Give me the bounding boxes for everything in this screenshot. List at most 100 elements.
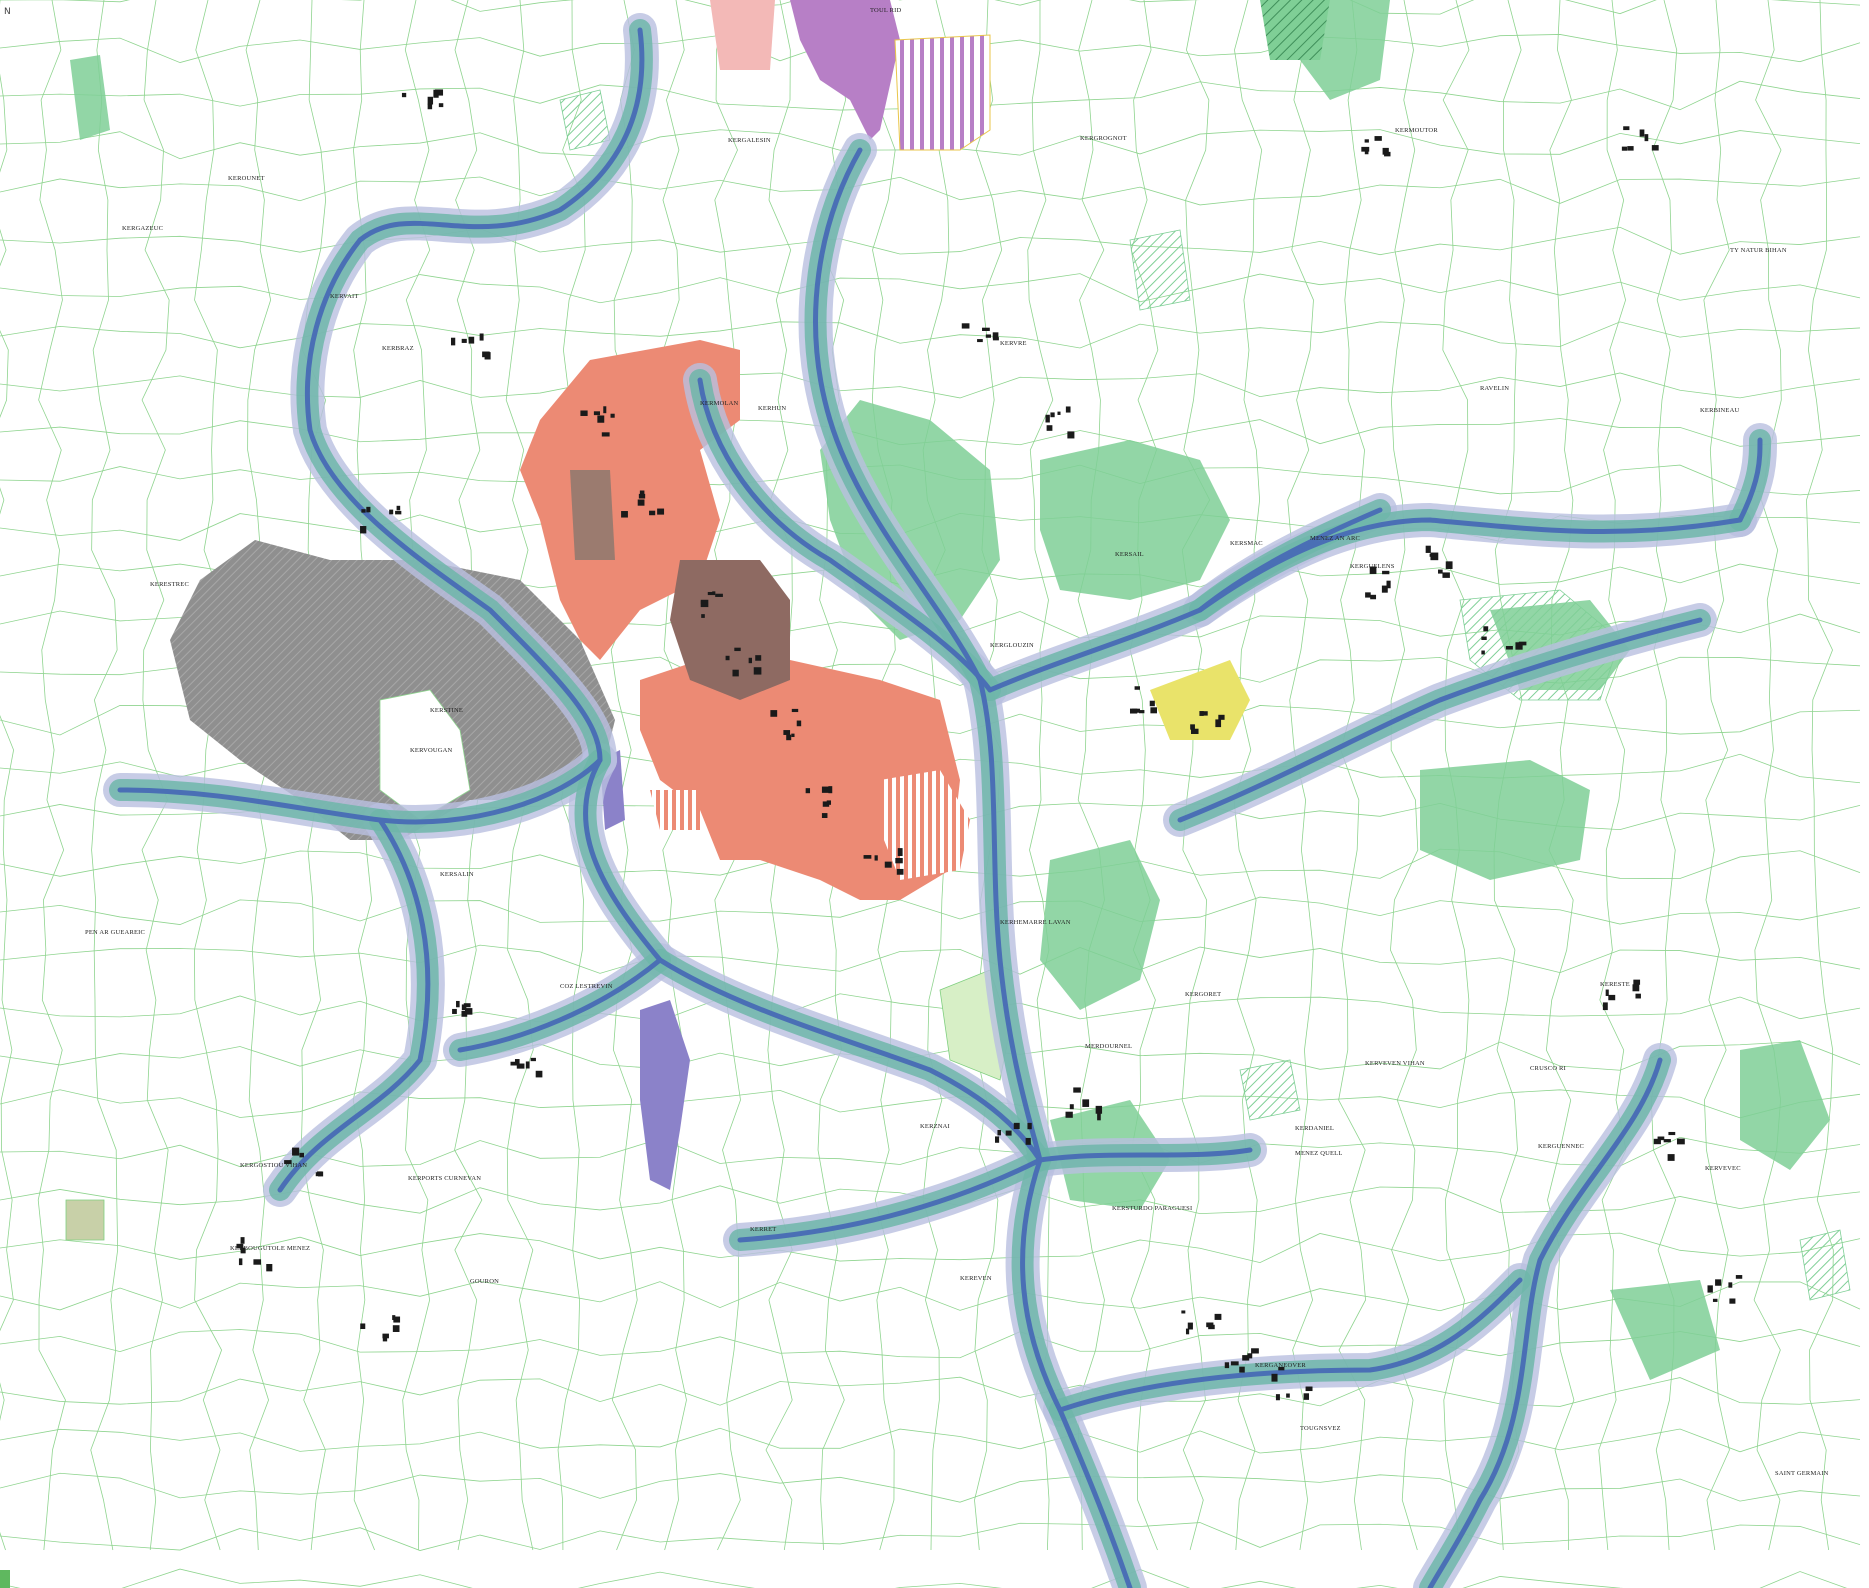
place-label: KERGANEOVER bbox=[1255, 1362, 1306, 1369]
building bbox=[1635, 993, 1641, 999]
wetland-east-3 bbox=[1740, 1040, 1830, 1170]
building bbox=[707, 591, 716, 596]
purple-striped-zone bbox=[894, 34, 991, 151]
building bbox=[1445, 561, 1453, 569]
building bbox=[1381, 585, 1388, 593]
building bbox=[1657, 1136, 1665, 1141]
building bbox=[1005, 1130, 1012, 1136]
building bbox=[240, 1237, 245, 1244]
building bbox=[977, 339, 983, 343]
parcel-line bbox=[90, 0, 119, 1551]
building bbox=[514, 1059, 520, 1064]
building bbox=[1374, 136, 1382, 141]
parcel-line bbox=[0, 1472, 1861, 1503]
building bbox=[360, 1323, 366, 1330]
place-label: RAVELIN bbox=[1480, 385, 1509, 392]
building bbox=[461, 1010, 468, 1017]
building bbox=[1067, 431, 1075, 439]
olive-zone bbox=[65, 1199, 105, 1241]
place-label: KEREVEN bbox=[960, 1275, 992, 1282]
building bbox=[464, 1008, 473, 1015]
place-label: KERBOUGUTOLE MENEZ bbox=[230, 1245, 310, 1252]
parcel-line bbox=[1545, 0, 1575, 1551]
building bbox=[610, 413, 615, 418]
corner-mark bbox=[0, 1570, 10, 1588]
building bbox=[1199, 711, 1204, 716]
building bbox=[821, 786, 830, 793]
building bbox=[463, 1003, 471, 1008]
building bbox=[1215, 719, 1222, 728]
building bbox=[382, 1334, 388, 1342]
building bbox=[395, 510, 402, 515]
place-label: SAINT GERMAIN bbox=[1775, 1470, 1829, 1477]
place-label: KERPORTS CURNEVAN bbox=[408, 1175, 481, 1182]
wetland-east-1 bbox=[1420, 760, 1590, 880]
building bbox=[461, 338, 467, 343]
parcel-line bbox=[193, 0, 223, 1551]
building bbox=[1065, 406, 1071, 413]
place-label: TOUL RID bbox=[870, 7, 901, 14]
place-label: KERSTINE bbox=[430, 707, 463, 714]
parcel-line bbox=[37, 0, 66, 1551]
parcel-line bbox=[0, 1328, 1861, 1359]
building bbox=[826, 800, 832, 805]
building bbox=[535, 1070, 543, 1078]
wetland-northeast-1 bbox=[1040, 440, 1230, 600]
place-label: KERSMAC bbox=[1230, 540, 1263, 547]
building bbox=[1442, 572, 1450, 578]
building bbox=[895, 857, 903, 864]
place-label: CRUSCO RI bbox=[1530, 1065, 1566, 1072]
place-label: KEROUNET bbox=[228, 175, 265, 182]
place-label: KERBRAZ bbox=[382, 345, 414, 352]
place-label: KERGORET bbox=[1185, 991, 1221, 998]
building bbox=[1027, 1122, 1032, 1130]
building bbox=[1230, 1361, 1239, 1366]
building bbox=[1202, 711, 1208, 716]
stream-channel bbox=[1737, 437, 1763, 523]
building bbox=[1667, 1154, 1675, 1161]
parcel-line bbox=[1390, 0, 1419, 1551]
place-label: KERZNAI bbox=[920, 1123, 950, 1130]
purple-zone-north bbox=[790, 0, 900, 140]
building bbox=[238, 1258, 243, 1266]
building bbox=[1627, 146, 1634, 151]
stream-channel bbox=[1057, 1277, 1523, 1413]
building bbox=[896, 868, 904, 875]
building bbox=[1369, 566, 1377, 574]
building bbox=[438, 103, 444, 108]
building bbox=[1483, 626, 1489, 632]
urban-south bbox=[640, 660, 960, 900]
building bbox=[1025, 1137, 1031, 1145]
building bbox=[755, 655, 762, 661]
stream-channel bbox=[457, 957, 663, 1053]
urban-striped-west bbox=[650, 790, 700, 830]
place-label: KERMOUTOR bbox=[1395, 127, 1438, 134]
place-label: KERGLOUZIN bbox=[990, 642, 1034, 649]
building bbox=[1073, 1087, 1081, 1093]
building bbox=[1278, 1366, 1285, 1371]
building bbox=[603, 406, 607, 414]
building bbox=[1715, 1279, 1722, 1286]
stream-channel bbox=[305, 27, 645, 763]
parcel-line bbox=[1338, 0, 1366, 1551]
building bbox=[1515, 642, 1523, 650]
building bbox=[361, 509, 366, 513]
building bbox=[292, 1147, 300, 1156]
stream-channel bbox=[1037, 1147, 1253, 1163]
building bbox=[897, 848, 903, 857]
building bbox=[516, 1063, 525, 1069]
yellow-zone bbox=[1150, 660, 1250, 740]
stream-channel bbox=[1020, 1157, 1133, 1588]
building bbox=[649, 510, 656, 516]
urban-core bbox=[670, 560, 790, 700]
building bbox=[821, 813, 828, 818]
place-label: PEN AR GUEAREIC bbox=[85, 929, 145, 936]
place-label: KERMOLAN bbox=[700, 400, 739, 407]
place-label: KERSAIL bbox=[1115, 551, 1144, 558]
building bbox=[1712, 1298, 1718, 1302]
place-label: KERVEVEN VIHAN bbox=[1365, 1060, 1425, 1067]
building bbox=[700, 599, 709, 608]
building bbox=[791, 733, 795, 738]
building bbox=[479, 333, 484, 341]
